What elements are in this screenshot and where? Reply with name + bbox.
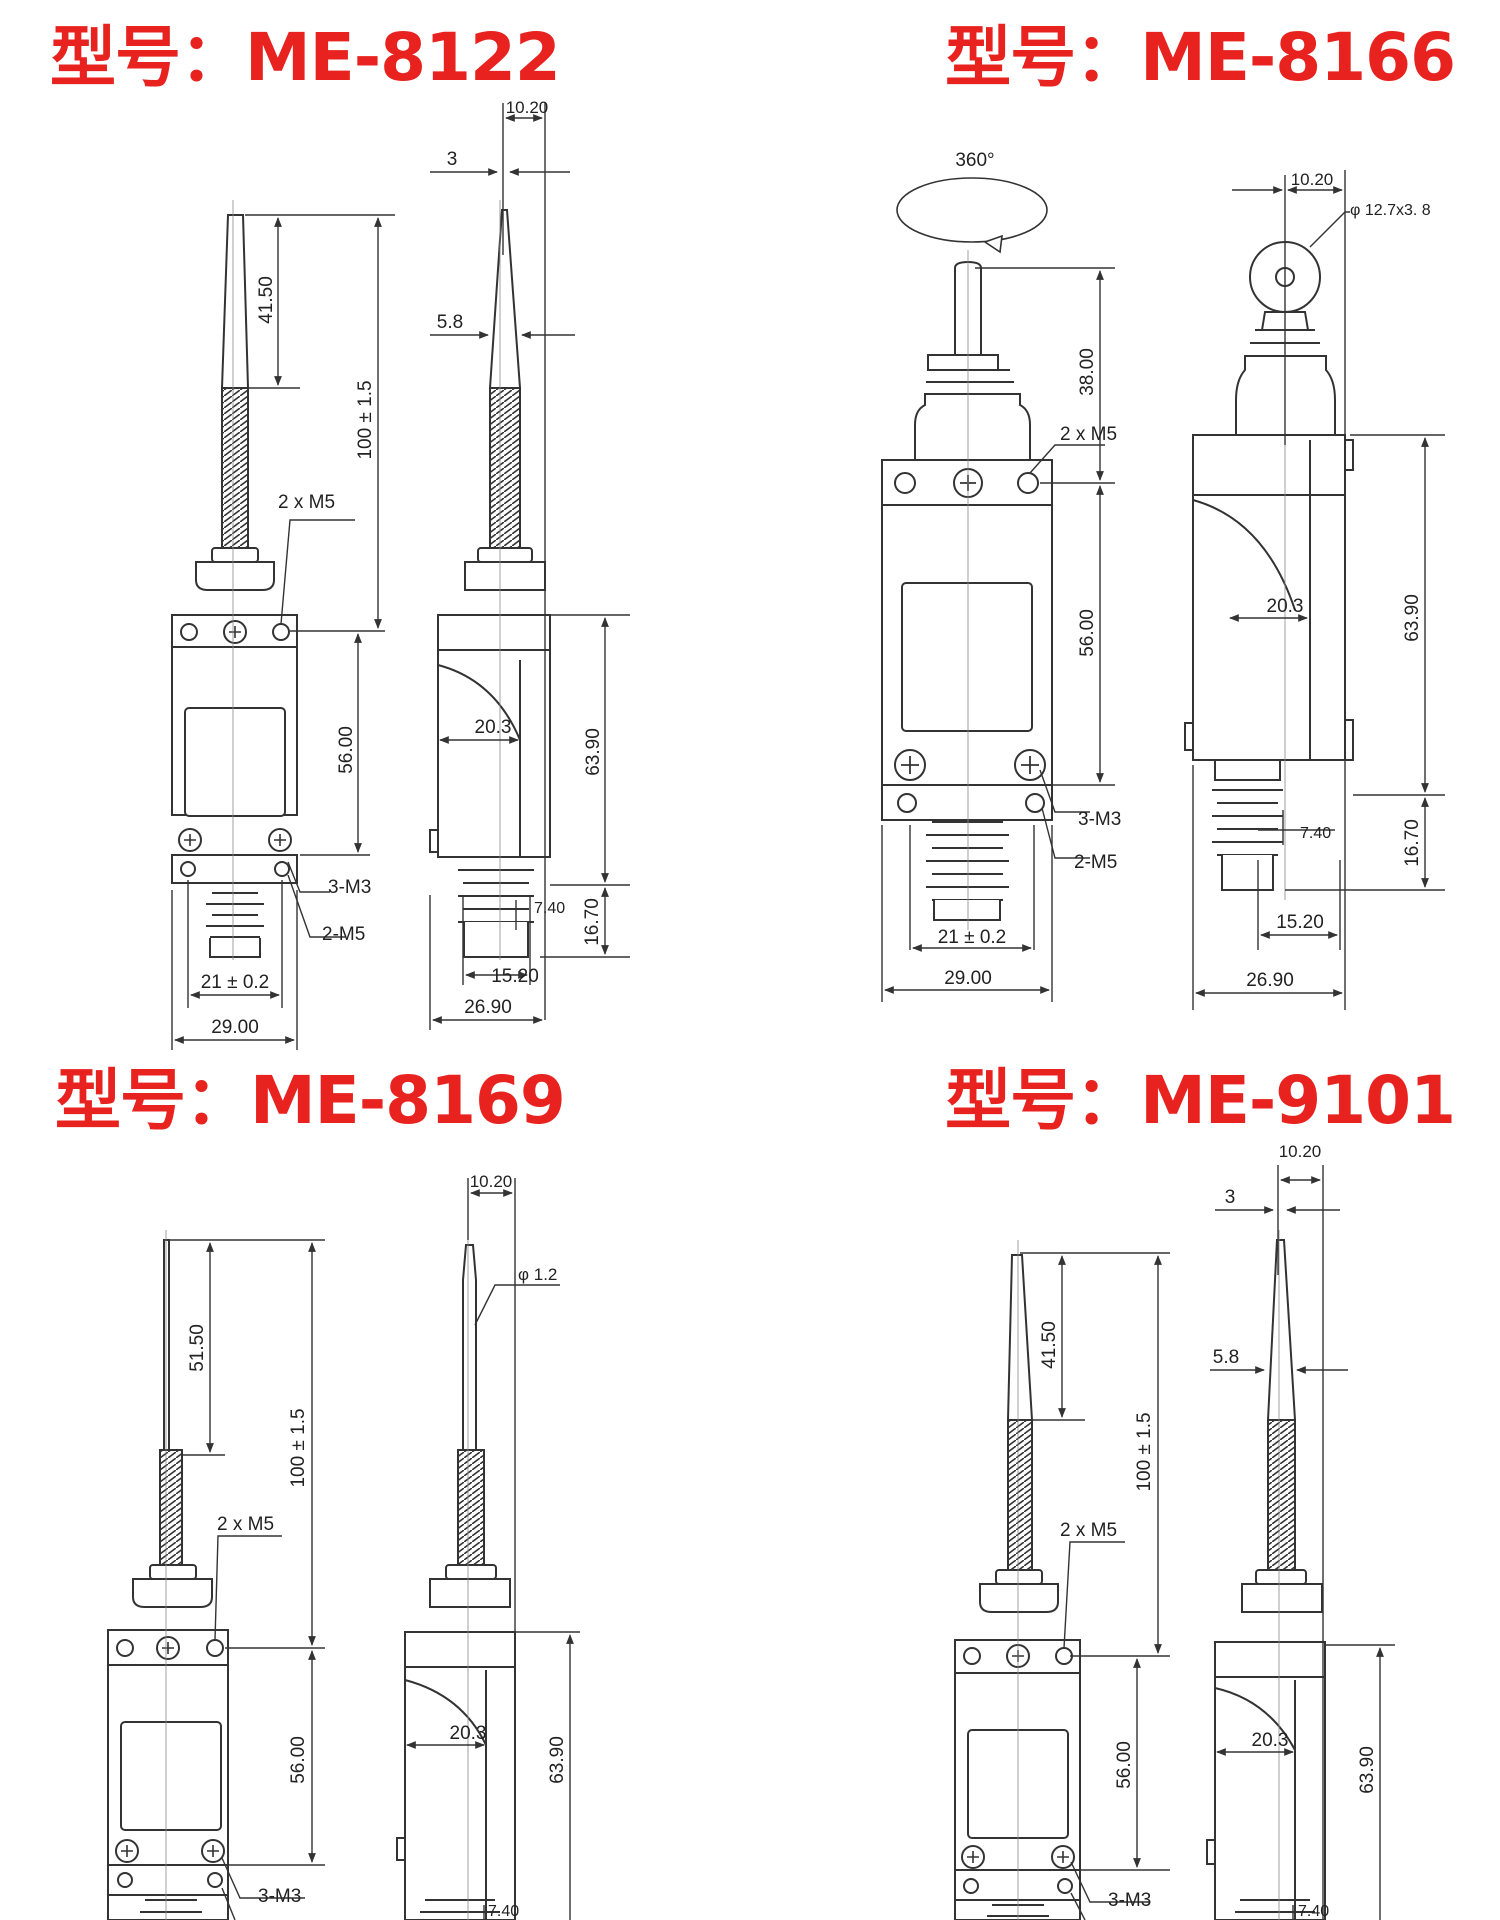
me9101-dim-5600: 56.00 — [1114, 1741, 1135, 1789]
me8122-front-labels: 41.50 100 ± 1.5 56.00 2 x M5 3-M3 2-M5 2… — [201, 276, 376, 1038]
model-title-me8166: 型号：ME-8166 — [945, 19, 1456, 96]
me8169-label-3m3: 3-M3 — [258, 1886, 301, 1907]
me9101-side-view — [1206, 1230, 1326, 1920]
me8166-label-3m3: 3-M3 — [1078, 809, 1121, 830]
me8166-label-2m5: 2-M5 — [1074, 852, 1117, 873]
me8166-dim-2900: 29.00 — [944, 968, 992, 989]
me8169-dim-1020: 10.20 — [470, 1172, 513, 1191]
me8166-label-360: 360° — [955, 150, 994, 171]
me8122-front-dimensions — [171, 214, 395, 1050]
me8166-dim-203: 20.3 — [1267, 596, 1304, 617]
me8122-dim-6390: 63.90 — [583, 728, 604, 776]
me8169-dim-5150: 51.50 — [187, 1324, 208, 1372]
rotation-arrow-icon — [896, 177, 1048, 243]
me8122-side-dimensions — [429, 103, 630, 1030]
me8122-dim-3: 3 — [447, 149, 458, 170]
me9101-dim-58: 5.8 — [1213, 1347, 1239, 1368]
me8169-side-labels: 10.20 φ 1.2 20.3 63.90 7.40 — [450, 1172, 568, 1920]
me8166-dim-5600: 56.00 — [1077, 609, 1098, 657]
me8122-dim-740: 7.40 — [534, 900, 565, 917]
me8169-front-view — [107, 1230, 229, 1920]
me8169-dim-740: 7.40 — [488, 1903, 519, 1920]
me8169-side-view — [396, 1230, 516, 1920]
me9101-dim-4150: 41.50 — [1039, 1321, 1060, 1369]
me8122-side-view — [429, 200, 551, 960]
me8166-dim-740: 7.40 — [1300, 825, 1331, 842]
model-title-me9101: 型号：ME-9101 — [945, 1062, 1456, 1139]
me8166-side-view — [1184, 240, 1354, 900]
me8122-dim-203: 20.3 — [475, 717, 512, 738]
me8122-dim-2690: 26.90 — [464, 997, 512, 1018]
me8166-label-roller: φ 12.7x3. 8 — [1350, 202, 1431, 219]
me8166-dim-6390: 63.90 — [1402, 594, 1423, 642]
me9101-dim-740: 7.40 — [1298, 1903, 1329, 1920]
me8166-front-labels: 360° 38.00 2 x M5 56.00 3-M3 2-M5 21 ± 0… — [938, 150, 1122, 989]
me9101-label-2xm5: 2 x M5 — [1060, 1520, 1117, 1541]
me9101-dim-3: 3 — [1225, 1187, 1236, 1208]
model-title-me8169: 型号：ME-8169 — [55, 1062, 566, 1139]
me9101-side-dimensions — [1210, 1165, 1395, 1920]
me8122-dim-21: 21 ± 0.2 — [201, 972, 270, 993]
me8122-side-labels: 10.20 3 5.8 20.3 63.90 7.40 16.70 15.20 … — [437, 98, 604, 1018]
me8122-dim-4150: 41.50 — [256, 276, 277, 324]
me8169-side-dimensions — [406, 1178, 580, 1920]
me8122-dim-1520: 15.20 — [491, 966, 539, 987]
me8122-dim-1670: 16.70 — [582, 898, 603, 946]
me8169-dim-203: 20.3 — [450, 1723, 487, 1744]
me8122-front-view — [171, 200, 298, 960]
me8166-dim-1670: 16.70 — [1402, 819, 1423, 867]
me8122-dim-58: 5.8 — [437, 312, 463, 333]
me8169-label-2xm5: 2 x M5 — [217, 1514, 274, 1535]
me9101-front-dimensions — [1020, 1252, 1170, 1920]
me9101-dim-6390: 63.90 — [1357, 1746, 1378, 1794]
me8122-label-3m3: 3-M3 — [328, 877, 371, 898]
me8166-front-view — [881, 177, 1053, 930]
me8166-side-labels: 10.20 φ 12.7x3. 8 20.3 63.90 7.40 16.70 … — [1246, 170, 1431, 991]
me9101-front-labels: 41.50 100 ± 1.5 2 x M5 56.00 3-M3 — [1039, 1321, 1155, 1911]
me8169-dim-6390: 63.90 — [547, 1736, 568, 1784]
me8122-dim-100: 100 ± 1.5 — [355, 380, 376, 459]
me8166-front-dimensions — [881, 267, 1115, 1002]
me9101-label-3m3: 3-M3 — [1108, 1890, 1151, 1911]
me9101-dim-1020: 10.20 — [1279, 1142, 1322, 1161]
me9101-dim-203: 20.3 — [1252, 1730, 1289, 1751]
me8122-label-2xm5: 2 x M5 — [278, 492, 335, 513]
me8122-dim-1020: 10.20 — [506, 98, 549, 117]
me8169-front-dimensions — [170, 1239, 325, 1920]
me8122-dim-2900: 29.00 — [211, 1017, 259, 1038]
me8166-dim-1020: 10.20 — [1291, 170, 1334, 189]
me8169-front-labels: 51.50 100 ± 1.5 2 x M5 56.00 3-M3 — [187, 1324, 309, 1907]
me8166-dim-2690: 26.90 — [1246, 970, 1294, 991]
me9101-front-view — [954, 1240, 1081, 1920]
me8166-label-2xm5: 2 x M5 — [1060, 424, 1117, 445]
me8169-dim-5600: 56.00 — [288, 1736, 309, 1784]
me9101-dim-100: 100 ± 1.5 — [1134, 1412, 1155, 1491]
me8122-label-2m5: 2-M5 — [322, 924, 365, 945]
me8169-dim-100: 100 ± 1.5 — [288, 1408, 309, 1487]
me8166-dim-1520: 15.20 — [1276, 912, 1324, 933]
me8166-dim-3800: 38.00 — [1077, 348, 1098, 396]
me8166-dim-21: 21 ± 0.2 — [938, 927, 1007, 948]
me9101-side-labels: 10.20 3 5.8 20.3 63.90 7.40 — [1213, 1142, 1378, 1920]
me8122-dim-5600: 56.00 — [336, 726, 357, 774]
me8169-label-phi: φ 1.2 — [518, 1265, 557, 1284]
me8166-side-dimensions — [1192, 170, 1445, 1010]
model-title-me8122: 型号：ME-8122 — [50, 19, 561, 96]
